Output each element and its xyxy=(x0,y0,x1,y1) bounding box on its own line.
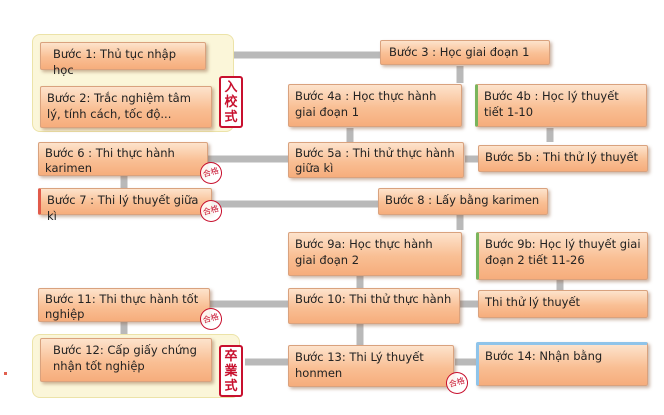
step-11: Bước 11: Thi thực hành tốt nghiệp xyxy=(38,288,210,322)
step-8: Bước 8 : Lấy bằng karimen xyxy=(378,188,548,215)
step-5b: Bước 5b : Thi thử lý thuyết xyxy=(478,145,648,172)
step-12: Bước 12: Cấp giấy chứng nhận tốt nghiệp xyxy=(40,338,212,382)
step-10: Bước 10: Thi thử thực hành xyxy=(288,288,460,324)
step-3: Bước 3 : Học giai đoạn 1 xyxy=(380,40,550,65)
step-2: Bước 2: Trắc nghiệm tâm lý, tính cách, t… xyxy=(40,86,212,128)
step-9b: Bước 9b: Học lý thuyết giai đoạn 2 tiết … xyxy=(476,232,648,280)
step-7: Bước 7 : Thi lý thuyết giữa kì xyxy=(38,188,212,223)
step-5a: Bước 5a : Thi thử thực hành giữa kì xyxy=(288,142,464,178)
entrance-ceremony-badge: 入校式 xyxy=(219,76,243,128)
step-9a: Bước 9a: Học thực hành giai đoạn 2 xyxy=(288,232,462,276)
step-4b: Bước 4b : Học lý thuyết tiết 1-10 xyxy=(475,84,647,127)
step-1: Bước 1: Thủ tục nhập học xyxy=(40,42,206,77)
step-6: Bước 6 : Thi thực hành karimen xyxy=(38,142,208,176)
step-4a: Bước 4a : Học thực hành giai đoạn 1 xyxy=(288,84,462,127)
step-10b: Thi thử lý thuyết xyxy=(478,290,648,318)
step-13: Bước 13: Thi Lý thuyết honmen xyxy=(288,345,454,387)
marker-dot xyxy=(4,372,7,375)
graduation-ceremony-badge: 卒業式 xyxy=(219,345,243,397)
step-14: Bước 14: Nhận bằng xyxy=(476,342,648,386)
